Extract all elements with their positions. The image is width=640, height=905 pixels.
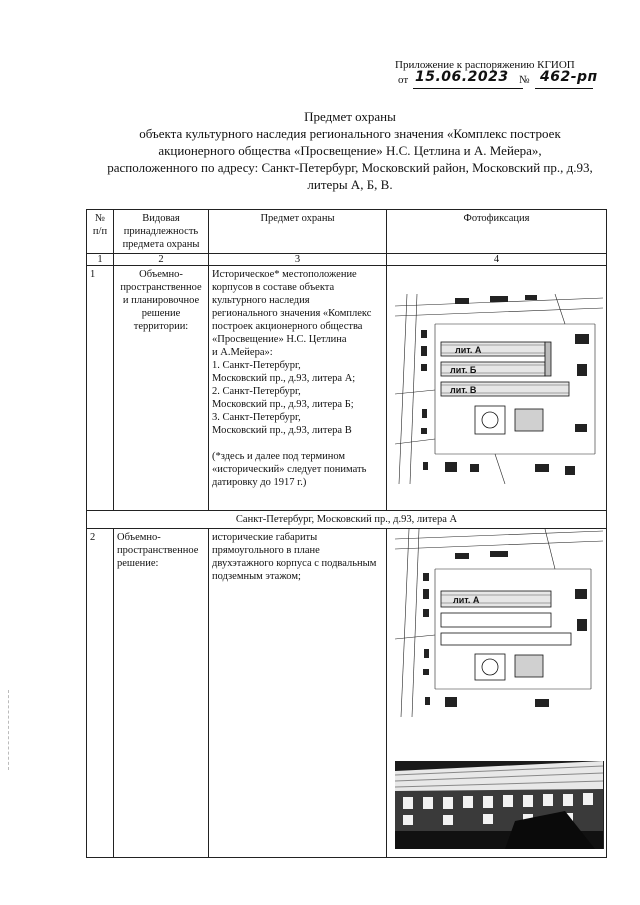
header-photo: Фотофиксация — [386, 209, 607, 254]
subject-line: 2. Санкт-Петербург, — [212, 386, 301, 397]
document-date: 15.06.2023 — [415, 69, 509, 85]
map-label-a: лит. А — [453, 595, 480, 605]
col-number-3: 3 — [208, 253, 387, 266]
site-plan-map: лит. А лит. Б лит. В — [395, 294, 604, 484]
col-number-1: 1 — [86, 253, 114, 266]
subject-line: регионального значения «Комплекс — [212, 308, 372, 319]
title-line-5: литеры А, Б, В. — [307, 177, 393, 192]
table-header-row: № п/п Видовая принадлежность предмета ох… — [86, 209, 607, 254]
subject-line — [212, 437, 383, 450]
appendix-date-number-line: от 15.06.2023 № 462-рп — [395, 69, 635, 92]
map-label-v: лит. В — [450, 385, 477, 395]
table-row: 2 Объемно-пространственное решение: исто… — [86, 528, 607, 858]
subject-line: корпусов в составе объекта — [212, 282, 335, 293]
number-label: № — [519, 74, 530, 86]
subject-line: культурного наследия — [212, 295, 310, 306]
from-label: от — [398, 74, 409, 86]
row-photo-cell: лит. А — [386, 528, 607, 858]
header-type: Видовая принадлежность предмета охраны — [113, 209, 209, 254]
subject-line: подземным этажом; — [212, 571, 301, 582]
subject-line: датировку до 1917 г.) — [212, 477, 307, 488]
subject-line: Московский пр., д.93, литера В — [212, 425, 352, 436]
scan-edge-mark — [8, 690, 10, 770]
row-number: 1 — [86, 265, 114, 511]
subject-line: Московский пр., д.93, литера А; — [212, 373, 356, 384]
title-line-3: акционерного общества «Просвещение» Н.С.… — [158, 143, 542, 158]
row-type: Объемно-пространственное решение: — [113, 528, 209, 858]
site-plan-map: лит. А — [395, 529, 604, 717]
subject-line: Историческое* местоположение — [212, 269, 357, 280]
number-underline — [535, 88, 593, 89]
col-number-2: 2 — [113, 253, 209, 266]
section-address: Санкт-Петербург, Московский пр., д.93, л… — [86, 510, 607, 529]
date-underline — [413, 88, 523, 89]
subject-line: «Просвещение» Н.С. Цетлина — [212, 334, 347, 345]
row-subject: Историческое* местоположение корпусов в … — [208, 265, 387, 511]
title-line-1: Предмет охраны — [304, 109, 396, 124]
site-plan-drawing: лит. А — [395, 529, 604, 717]
row-type: Объемно-пространственное и планировочное… — [113, 265, 209, 511]
subject-line: 1. Санкт-Петербург, — [212, 360, 301, 371]
subject-line: исторические габариты — [212, 532, 318, 543]
building-photo-image — [395, 761, 604, 849]
table-row: 1 Объемно-пространственное и планировочн… — [86, 265, 607, 511]
appendix-reference: Приложение к распоряжению КГИОП от 15.06… — [395, 58, 635, 92]
subject-line: построек акционерного общества — [212, 321, 363, 332]
subject-line: Московский пр., д.93, литера Б; — [212, 399, 354, 410]
row-number: 2 — [86, 528, 114, 858]
col-number-4: 4 — [386, 253, 607, 266]
subject-line: и А.Мейера»: — [212, 347, 273, 358]
subject-line: двухэтажного корпуса с подвальным — [212, 558, 377, 569]
subject-line: 3. Санкт-Петербург, — [212, 412, 301, 423]
row-subject: исторические габариты прямоугольного в п… — [208, 528, 387, 858]
document-number: 462-рп — [540, 69, 598, 85]
column-numbers-row: 1 2 3 4 — [86, 253, 607, 266]
appendix-title: Приложение к распоряжению КГИОП — [395, 59, 575, 71]
row-photo-cell: лит. А лит. Б лит. В — [386, 265, 607, 511]
protection-subject-table: № п/п Видовая принадлежность предмета ох… — [86, 209, 607, 858]
title-line-4: расположенного по адресу: Санкт-Петербур… — [107, 160, 593, 175]
subject-line: прямоугольного в плане — [212, 545, 320, 556]
title-line-2: объекта культурного наследия регионально… — [139, 126, 561, 141]
map-label-b: лит. Б — [450, 365, 477, 375]
map-label-a: лит. А — [455, 345, 482, 355]
document-title: Предмет охраны объекта культурного насле… — [90, 108, 610, 193]
header-number: № п/п — [86, 209, 114, 254]
section-row: Санкт-Петербург, Московский пр., д.93, л… — [86, 510, 607, 529]
subject-line: (*здесь и далее под термином — [212, 451, 346, 462]
header-subject: Предмет охраны — [208, 209, 387, 254]
site-plan-drawing: лит. А лит. Б лит. В — [395, 294, 604, 484]
building-photo — [395, 761, 604, 849]
subject-line: «исторический» следует понимать — [212, 464, 367, 475]
